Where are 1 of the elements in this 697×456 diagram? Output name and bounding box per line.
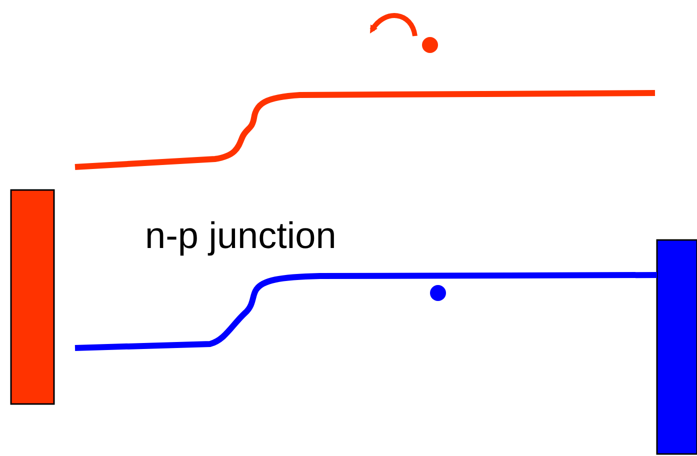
junction-label: n-p junction (145, 214, 336, 258)
